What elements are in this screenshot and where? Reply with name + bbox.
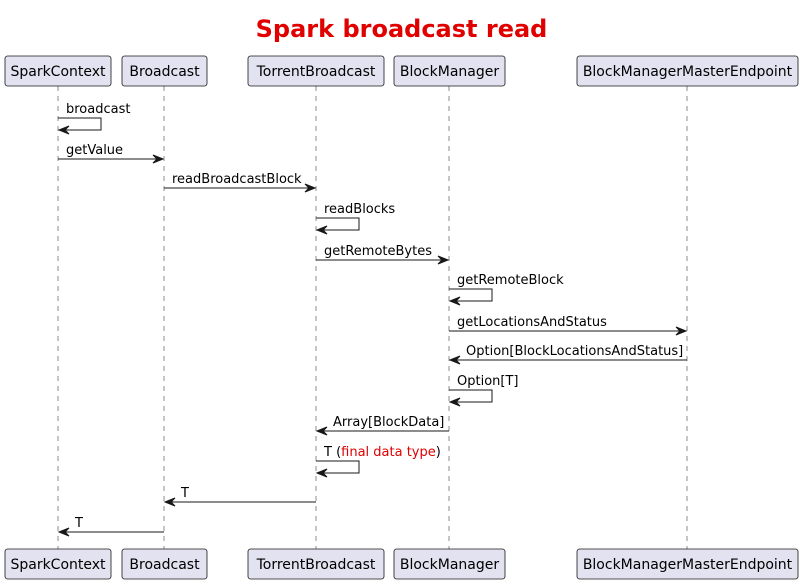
message-5: getRemoteBytes [316,244,450,265]
arrow-head [315,468,328,478]
self-arrow-line [449,288,493,302]
participant-name: Broadcast [129,557,200,573]
participant-box [576,548,799,580]
diagram-title: Spark broadcast read [256,15,548,43]
participant-box [247,55,385,87]
message-6: getRemoteBlock [448,273,564,306]
message-label: T (final data type) [323,445,441,460]
arrow-head [304,183,317,193]
participant-bottom-bmme: BlockManagerMasterEndpoint [576,548,799,580]
message-10: Array[BlockData] [315,415,449,436]
messages: broadcast getValue readBroadcastBlock readB… [57,102,688,537]
participant-top-bmme: BlockManagerMasterEndpoint [576,55,799,87]
message-label: getValue [66,143,123,158]
arrow-head [437,255,450,265]
message-4: readBlocks [315,202,395,235]
arrow-head [448,296,461,306]
message-2: getValue [58,143,165,164]
message-label: T [74,516,83,531]
arrow-head [163,497,176,507]
participant-name: BlockManager [400,64,499,80]
participant-bottom-bc: Broadcast [121,548,208,580]
message-label: Array[BlockData] [333,415,444,430]
participant-box [393,548,506,580]
participant-name: BlockManagerMasterEndpoint [583,64,793,80]
label-text: ) [436,445,441,460]
message-label: Option[T] [457,374,518,389]
message-label: getRemoteBytes [324,244,432,259]
participant-top-sc: SparkContext [4,55,112,87]
message-7: getLocationsAndStatus [449,315,688,336]
participant-top-bm: BlockManager [393,55,506,87]
participant-name: BlockManagerMasterEndpoint [583,557,793,573]
label-text: T ( [323,445,341,460]
message-11: T (final data type) [315,445,441,478]
participant-bottom-bm: BlockManager [393,548,506,580]
arrow-head [448,355,461,365]
message-label: Option[BlockLocationsAndStatus] [466,344,683,359]
participant-box [121,548,208,580]
arrow-head [57,125,70,135]
message-9: Option[T] [448,374,518,407]
arrow-head [448,397,461,407]
message-12: T [163,486,316,507]
arrow-head [315,426,328,436]
participant-name: TorrentBroadcast [256,64,376,80]
participant-box [393,55,506,87]
self-arrow-line [449,389,493,403]
participant-name: SparkContext [10,64,106,80]
arrow-head [675,326,688,336]
participant-top-tb: TorrentBroadcast [247,55,385,87]
arrow-head [152,154,165,164]
participant-box [4,548,112,580]
participant-box [4,55,112,87]
arrow-head [315,225,328,235]
participant-box [247,548,385,580]
participant-name: BlockManager [400,557,499,573]
highlighted-label-text: final data type [341,445,436,460]
participant-bottom-sc: SparkContext [4,548,112,580]
lifelines [57,86,688,549]
participant-box [576,55,799,87]
self-arrow-line [316,460,360,474]
participant-name: Broadcast [129,64,200,80]
message-label: T [180,486,189,501]
message-label: broadcast [66,102,130,117]
participant-name: SparkContext [10,557,106,573]
message-label: getRemoteBlock [457,273,564,288]
participant-box [121,55,208,87]
participant-top-bc: Broadcast [121,55,208,87]
message-label: readBlocks [324,202,395,217]
message-label: readBroadcastBlock [172,172,302,187]
message-label: getLocationsAndStatus [457,315,607,330]
message-3: readBroadcastBlock [164,172,317,193]
message-1: broadcast [57,102,130,135]
self-arrow-line [58,117,102,131]
participant-bottom-tb: TorrentBroadcast [247,548,385,580]
self-arrow-line [316,217,360,231]
participant-name: TorrentBroadcast [256,557,376,573]
message-13: T [57,516,164,537]
message-8: Option[BlockLocationsAndStatus] [448,344,687,365]
arrow-head [57,527,70,537]
